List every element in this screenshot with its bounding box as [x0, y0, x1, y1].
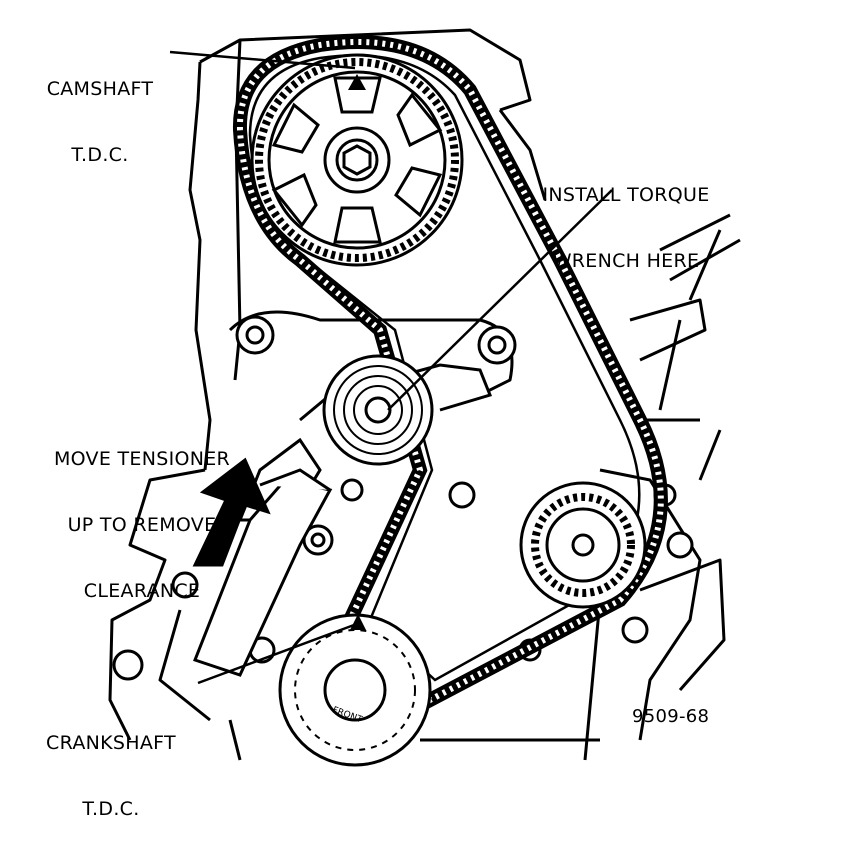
figure-id: 9509-68: [632, 706, 710, 727]
camshaft-leader-line: [169, 50, 356, 70]
crankshaft-leader-line: [197, 623, 355, 685]
torque-wrench-label: INSTALL TORQUE WRENCH HERE: [542, 184, 710, 272]
direction-arrow-icon: [192, 457, 271, 567]
leader-lines: [169, 50, 613, 685]
camshaft-sprocket-icon: [250, 53, 464, 267]
camshaft-tdc-label: CAMSHAFT T.D.C.: [46, 78, 154, 166]
torque-leader-line: [387, 189, 613, 411]
engine-illustration: FRONT: [108, 28, 741, 767]
tensioner-bracket: [193, 468, 333, 677]
tensioner-label: MOVE TENSIONER UP TO REMOVE CLEARANCE: [53, 448, 231, 602]
intermediate-sprocket-icon: [519, 481, 647, 609]
crankshaft-tdc-label: CRANKSHAFT T.D.C.: [46, 732, 176, 820]
camshaft-tdc-mark-icon: [348, 74, 366, 90]
timing-belt-diagram: FRONT CAMSHAFT T.D.C. INSTALL TORQUE WRE…: [46, 28, 741, 820]
crankshaft-sprocket-icon: [278, 613, 432, 767]
